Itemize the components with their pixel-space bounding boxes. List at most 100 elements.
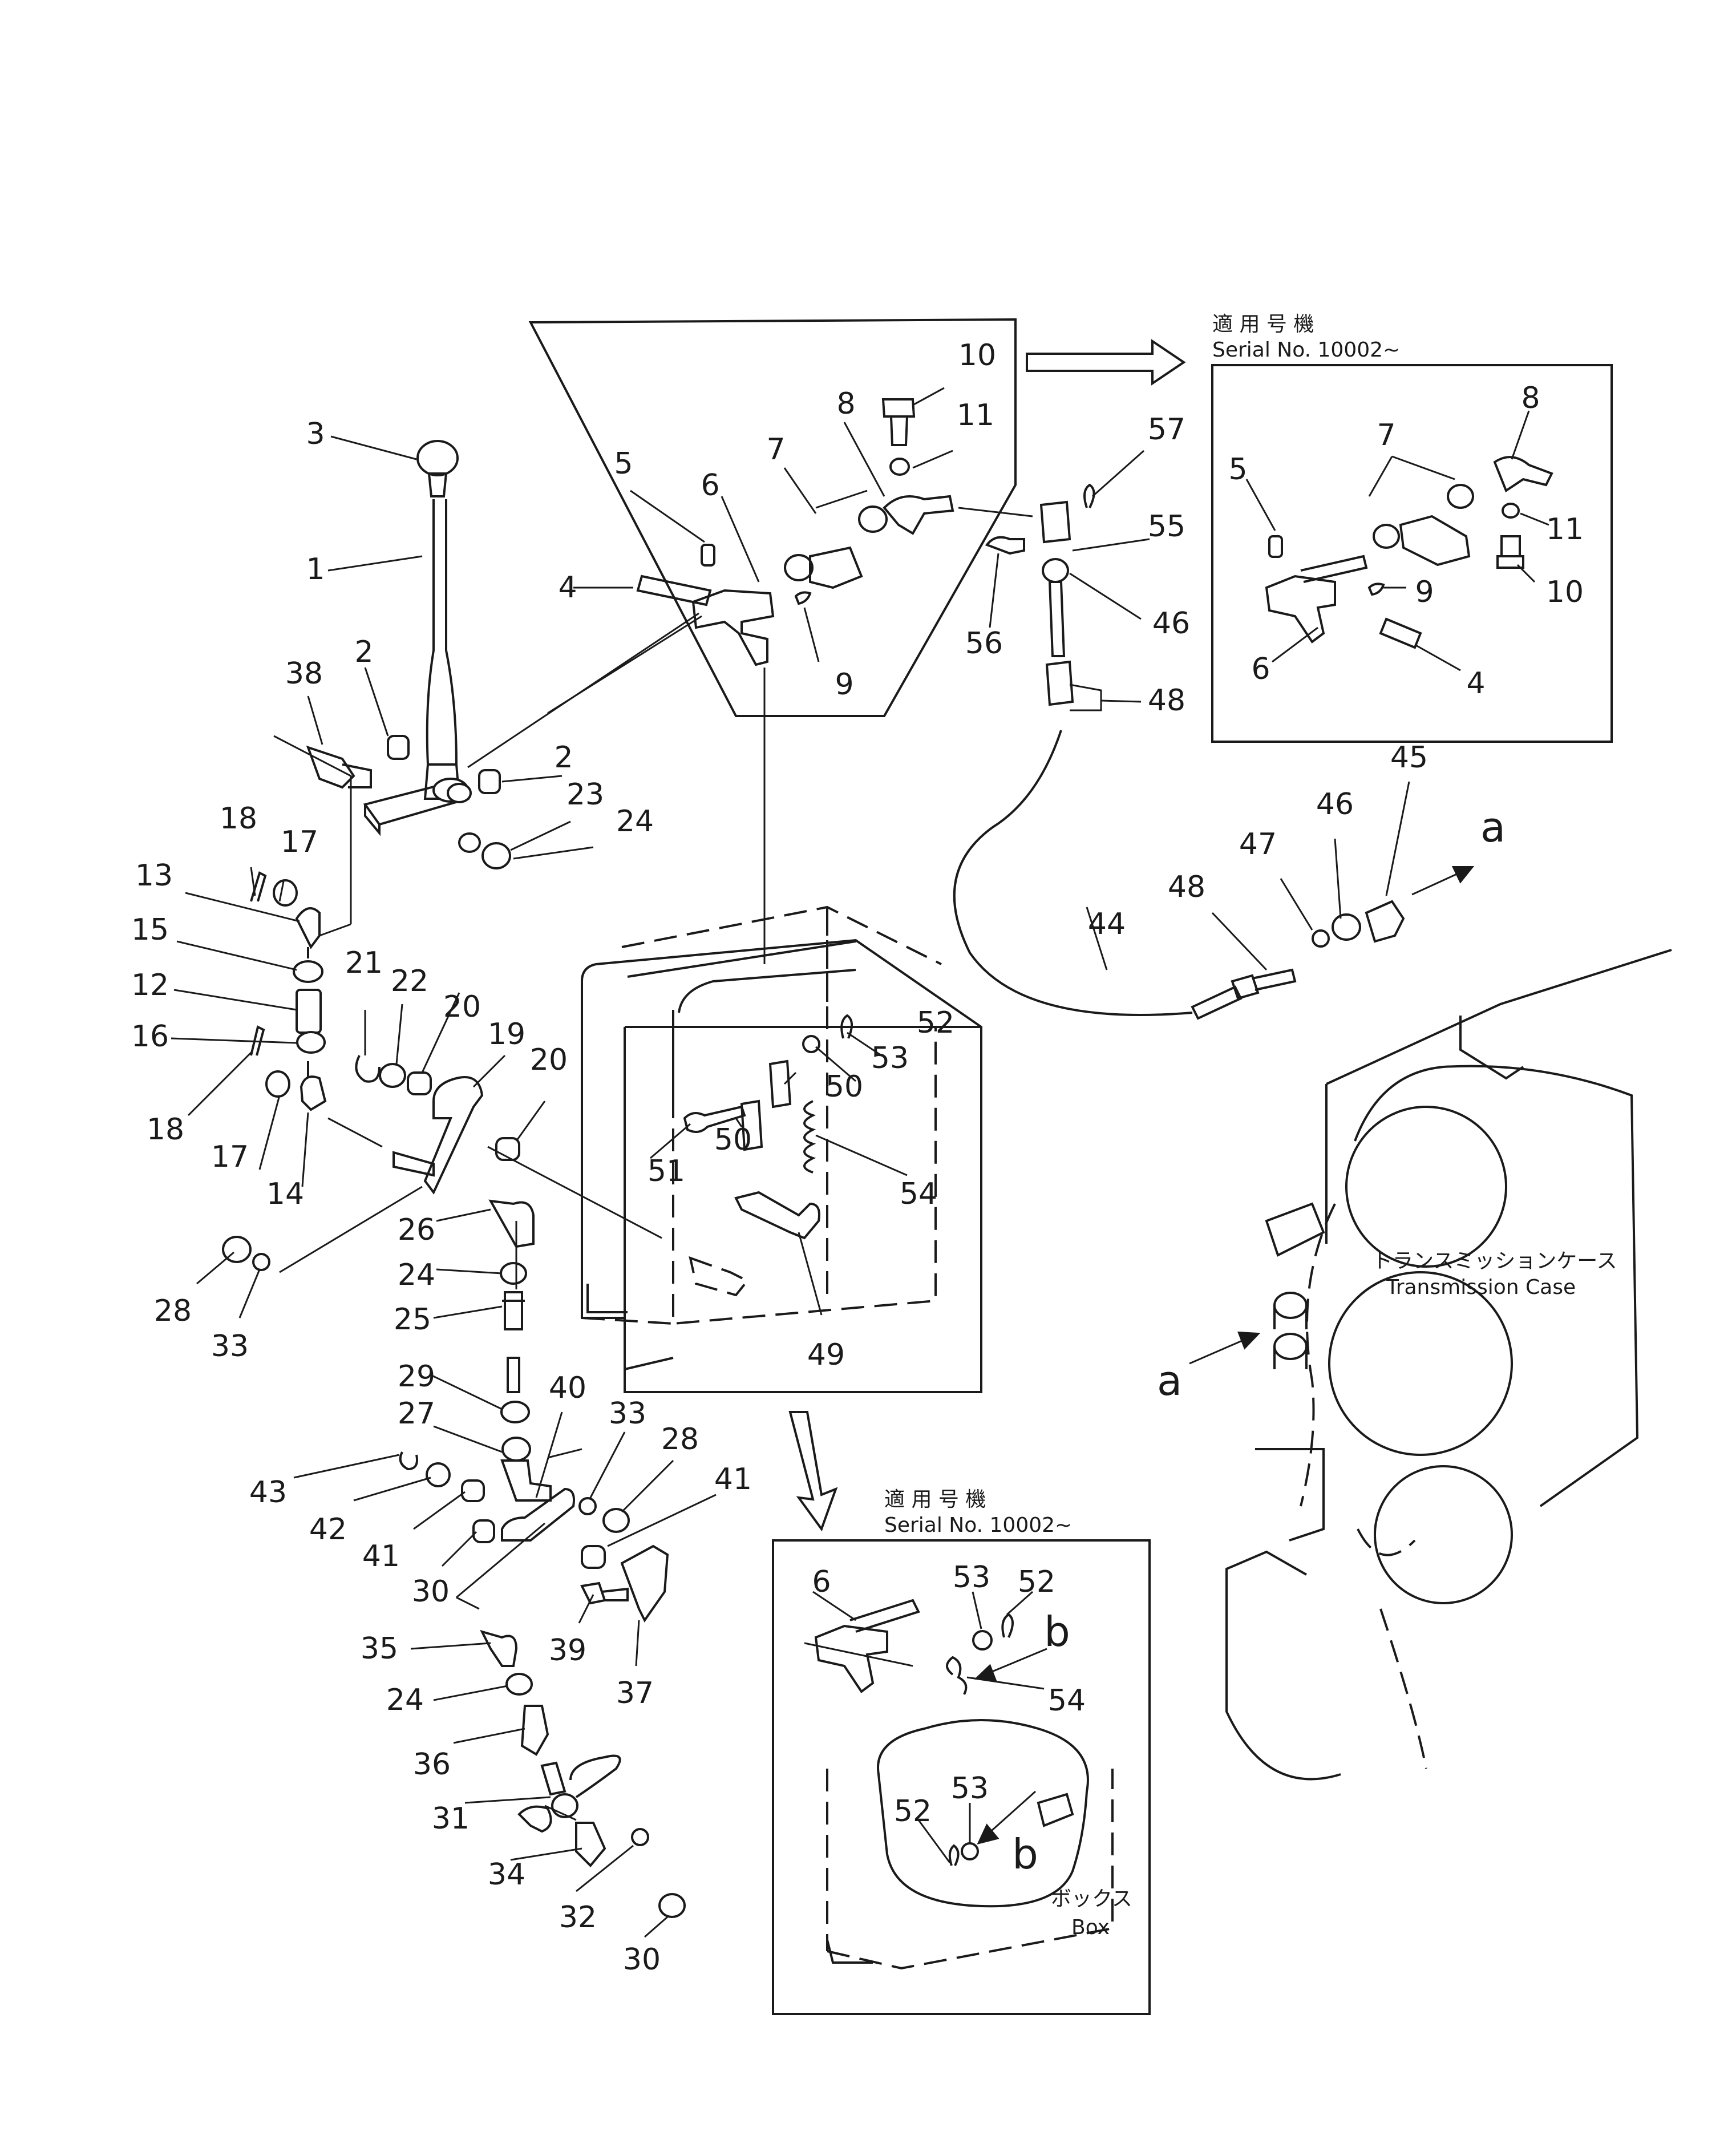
- callout-24b: 24: [398, 1258, 435, 1292]
- serial-inset-top-en: Serial No. 10002~: [1212, 338, 1400, 362]
- washer-53a: [802, 1035, 820, 1053]
- callout-28a: 28: [154, 1294, 192, 1328]
- callout-15: 15: [131, 913, 169, 947]
- inset-arm-8: [1493, 456, 1553, 493]
- bushing-20a: [407, 1071, 432, 1095]
- serial-inset-bottom-en: Serial No. 10002~: [884, 1514, 1072, 1537]
- bracket-6: [691, 589, 775, 666]
- callout-23: 23: [566, 778, 604, 812]
- callout-51: 51: [648, 1154, 685, 1188]
- callout-9: 9: [835, 668, 853, 702]
- callout-48a: 48: [1148, 683, 1185, 718]
- cable-end-44: [1191, 985, 1243, 1020]
- inset-spring-54b: [946, 1656, 968, 1695]
- callout-36: 36: [413, 1748, 451, 1782]
- callout-17b: 17: [211, 1140, 249, 1174]
- callout-10: 10: [958, 338, 996, 373]
- cable-line-44: [953, 730, 1193, 1016]
- callout-11-inset: 11: [1546, 512, 1584, 547]
- bracket-37: [620, 1544, 669, 1623]
- bushing-7b: [858, 505, 888, 533]
- callout-4: 4: [558, 571, 577, 605]
- nut-28b: [602, 1508, 630, 1533]
- callout-30b: 30: [623, 1943, 661, 1977]
- callout-50b: 50: [714, 1123, 752, 1157]
- callout-5: 5: [614, 447, 633, 481]
- callout-18b: 18: [147, 1113, 184, 1147]
- inset-pin-4: [1379, 617, 1422, 649]
- inset-bushing-7b: [1447, 484, 1474, 509]
- ref-a-left: a: [1157, 1357, 1182, 1405]
- callout-24c: 24: [386, 1683, 424, 1717]
- inset-boss: [1037, 1793, 1074, 1827]
- callout-8: 8: [836, 387, 855, 421]
- washer-32: [631, 1828, 649, 1846]
- inset-bushing-7a: [1373, 524, 1400, 549]
- callout-41a: 41: [714, 1462, 752, 1496]
- nut-16: [296, 1031, 326, 1054]
- block-7: [809, 546, 863, 589]
- spring-pin-57: [1083, 483, 1095, 508]
- callout-20a: 20: [443, 990, 481, 1024]
- callout-50a: 50: [825, 1070, 863, 1104]
- callout-13: 13: [135, 859, 173, 893]
- callout-52-inset-b: 52: [1018, 1565, 1055, 1599]
- nut-24c: [505, 1673, 533, 1696]
- callout-52-inset-c: 52: [894, 1794, 932, 1829]
- lever-bracket: [363, 778, 472, 836]
- callout-9-inset: 9: [1415, 575, 1434, 609]
- callout-18a: 18: [220, 802, 257, 836]
- clevis-55: [1039, 500, 1071, 544]
- callout-39: 39: [549, 1633, 586, 1668]
- bushing-7a: [784, 554, 814, 581]
- callout-6-inset: 6: [1251, 652, 1270, 686]
- callout-10-inset: 10: [1546, 575, 1584, 609]
- plate-50b: [768, 1059, 792, 1109]
- stud-25: [502, 1291, 525, 1330]
- hook-31: [569, 1754, 621, 1798]
- inset-bolt-10: [1496, 535, 1524, 569]
- ref-arrowhead-b-lower: [977, 1823, 999, 1844]
- clip-43: [399, 1451, 418, 1471]
- callout-38: 38: [285, 657, 323, 691]
- callout-20b: 20: [530, 1043, 568, 1077]
- inset-frame-bottom: [772, 1539, 1151, 2015]
- nut-46b: [1332, 913, 1361, 941]
- washer-42: [426, 1462, 451, 1487]
- washer-33a: [252, 1253, 270, 1271]
- transmission-label-jp: トランスミッションケース: [1372, 1249, 1617, 1273]
- nut-30b: [658, 1893, 686, 1918]
- nut-29: [500, 1401, 530, 1423]
- ref-arrowhead-b-upper: [974, 1664, 998, 1682]
- pin-56: [985, 536, 1025, 555]
- callout-53-inset-c: 53: [951, 1771, 989, 1806]
- callout-53-inset-b: 53: [953, 1560, 990, 1595]
- callout-30a: 30: [412, 1575, 450, 1609]
- box-label-en: Box: [1071, 1916, 1110, 1939]
- callout-32: 32: [559, 1900, 597, 1935]
- bushing-2b: [478, 769, 501, 794]
- callout-56: 56: [965, 626, 1003, 661]
- leader-lines: [171, 387, 1549, 1938]
- rod-end-13: [295, 907, 321, 958]
- cable-48a: [1045, 581, 1074, 706]
- key-9: [794, 591, 812, 605]
- callout-47: 47: [1239, 827, 1277, 861]
- inset-washer-11: [1502, 503, 1520, 519]
- callout-7-inset: 7: [1377, 418, 1395, 452]
- callout-31: 31: [432, 1802, 470, 1836]
- washer-47: [1312, 929, 1330, 948]
- lever-49: [734, 1191, 820, 1240]
- callout-57: 57: [1148, 412, 1185, 447]
- inset-bracket-6: [1265, 555, 1368, 644]
- callout-17a: 17: [281, 825, 318, 859]
- callout-49: 49: [807, 1338, 845, 1372]
- callout-8-inset: 8: [1521, 381, 1540, 415]
- inset-pin-52c: [948, 1844, 960, 1866]
- nut-27: [501, 1437, 531, 1462]
- callout-11: 11: [957, 398, 994, 432]
- bushing-41a: [461, 1479, 485, 1502]
- spring-54: [803, 1100, 816, 1174]
- callout-40: 40: [549, 1371, 586, 1405]
- inset-bracket-6b: [814, 1599, 920, 1693]
